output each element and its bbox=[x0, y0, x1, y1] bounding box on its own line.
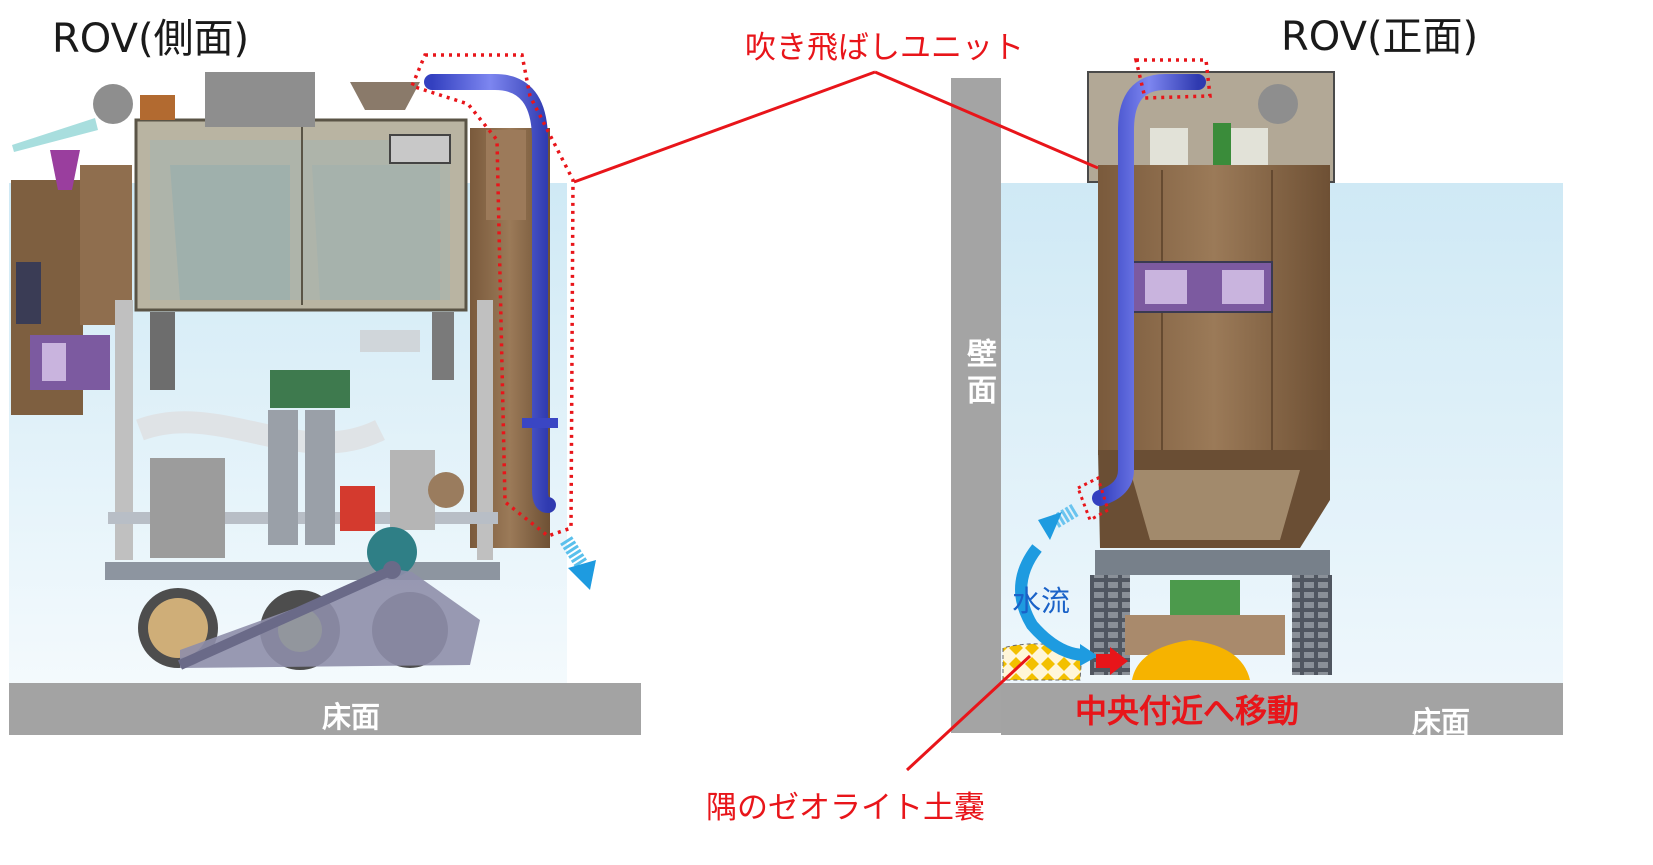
floor-label-left: 床面 bbox=[322, 700, 381, 734]
rov-front-body bbox=[1087, 71, 1335, 675]
blower-pipe-side bbox=[424, 74, 556, 513]
side-view bbox=[9, 53, 641, 735]
front-view-title: ROV(正面) bbox=[1281, 14, 1479, 60]
move-center-label: 中央付近へ移動 bbox=[1075, 692, 1300, 730]
zeolite-sandbag-label: 隅のゼオライト土嚢 bbox=[706, 790, 985, 826]
floor-left bbox=[9, 683, 641, 735]
blower-unit-label: 吹き飛ばしユニット bbox=[745, 30, 1024, 66]
floor-label-right: 床面 bbox=[1412, 705, 1471, 739]
wall bbox=[951, 78, 1001, 733]
wall-label: 壁面 bbox=[961, 338, 996, 410]
side-flow-arrow bbox=[560, 536, 596, 590]
water-flow-arrows bbox=[1015, 503, 1128, 675]
central-sandbag bbox=[1132, 640, 1250, 680]
blower-pipe-front bbox=[1092, 74, 1206, 506]
blower-unit-outline-side bbox=[409, 53, 575, 538]
rov-side-body bbox=[11, 72, 550, 670]
water-flow-label: 水流 bbox=[1012, 584, 1071, 618]
blower-unit-outline-front-top bbox=[1133, 58, 1212, 100]
blower-unit-outline-front-nozzle bbox=[1076, 475, 1110, 523]
side-view-title: ROV(側面) bbox=[52, 16, 250, 62]
front-view bbox=[951, 58, 1563, 735]
callout-lines bbox=[573, 70, 1099, 772]
floor-right bbox=[1001, 683, 1563, 735]
